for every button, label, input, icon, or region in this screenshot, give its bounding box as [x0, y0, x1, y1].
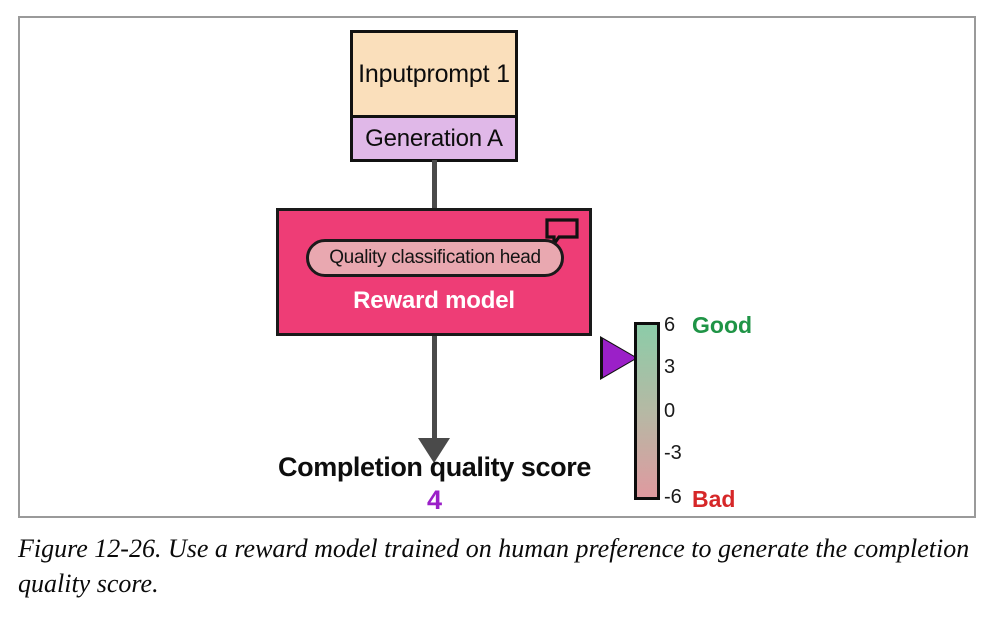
scale-tick-6: 6	[664, 314, 676, 336]
input-prompt-line1: Input	[358, 59, 413, 88]
connector-line-bottom	[432, 336, 437, 442]
scale-marker-icon	[603, 339, 636, 377]
arrow-head-down-icon	[418, 438, 450, 463]
figure-caption: Figure 12-26. Use a reward model trained…	[18, 534, 970, 598]
completion-quality-score-label: Completion quality score	[278, 452, 591, 482]
scale-tick-neg6: -6	[664, 486, 682, 508]
scale-label-good: Good	[692, 312, 753, 338]
generation-label: Generation A	[365, 124, 503, 152]
input-prompt-line2: prompt 1	[412, 59, 510, 88]
prompt-generation-stack: Input prompt 1 Generation A	[350, 30, 518, 162]
reward-model-title: Reward model	[353, 287, 515, 314]
scale-gradient-bar	[634, 322, 660, 500]
figure-frame: Input prompt 1 Generation A Quality clas…	[18, 16, 976, 518]
connector-line-top	[432, 160, 437, 210]
scale-label-bad: Bad	[692, 486, 736, 512]
completion-quality-score-value: 4	[426, 485, 443, 515]
input-prompt-box: Input prompt 1	[353, 33, 515, 115]
speech-bubble-icon	[545, 218, 579, 246]
quality-scale: 6 3 0 -3 -6 Good Bad	[600, 308, 780, 518]
quality-classification-head: Quality classification head	[306, 239, 564, 277]
generation-box: Generation A	[353, 115, 515, 159]
scale-tick-3: 3	[664, 356, 676, 378]
quality-head-label: Quality classification head	[329, 247, 541, 268]
reward-model-diagram: Input prompt 1 Generation A Quality clas…	[20, 18, 974, 516]
scale-tick-neg3: -3	[664, 442, 682, 464]
reward-model-box: Quality classification head Reward model	[276, 208, 592, 336]
scale-tick-0: 0	[664, 400, 676, 422]
